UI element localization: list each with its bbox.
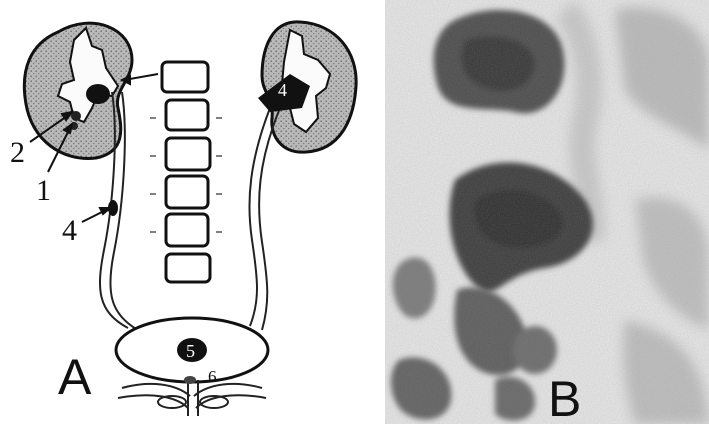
stone-pelvis-left <box>86 84 110 104</box>
label-6: 6 <box>208 367 217 386</box>
label-2: 2 <box>10 136 25 169</box>
label-4: 4 <box>62 214 77 247</box>
spine <box>162 62 210 282</box>
panel-b-letter: B <box>548 374 581 424</box>
panel-b-radiograph <box>385 0 709 424</box>
label-5: 5 <box>186 341 195 361</box>
label-1: 1 <box>36 174 51 207</box>
label-staghorn: 4 <box>278 80 287 100</box>
right-ureter <box>249 108 280 330</box>
urethra <box>118 380 266 416</box>
radiograph-image <box>385 0 709 424</box>
panel-a-letter: A <box>58 352 91 402</box>
stone-urethra <box>184 376 196 384</box>
